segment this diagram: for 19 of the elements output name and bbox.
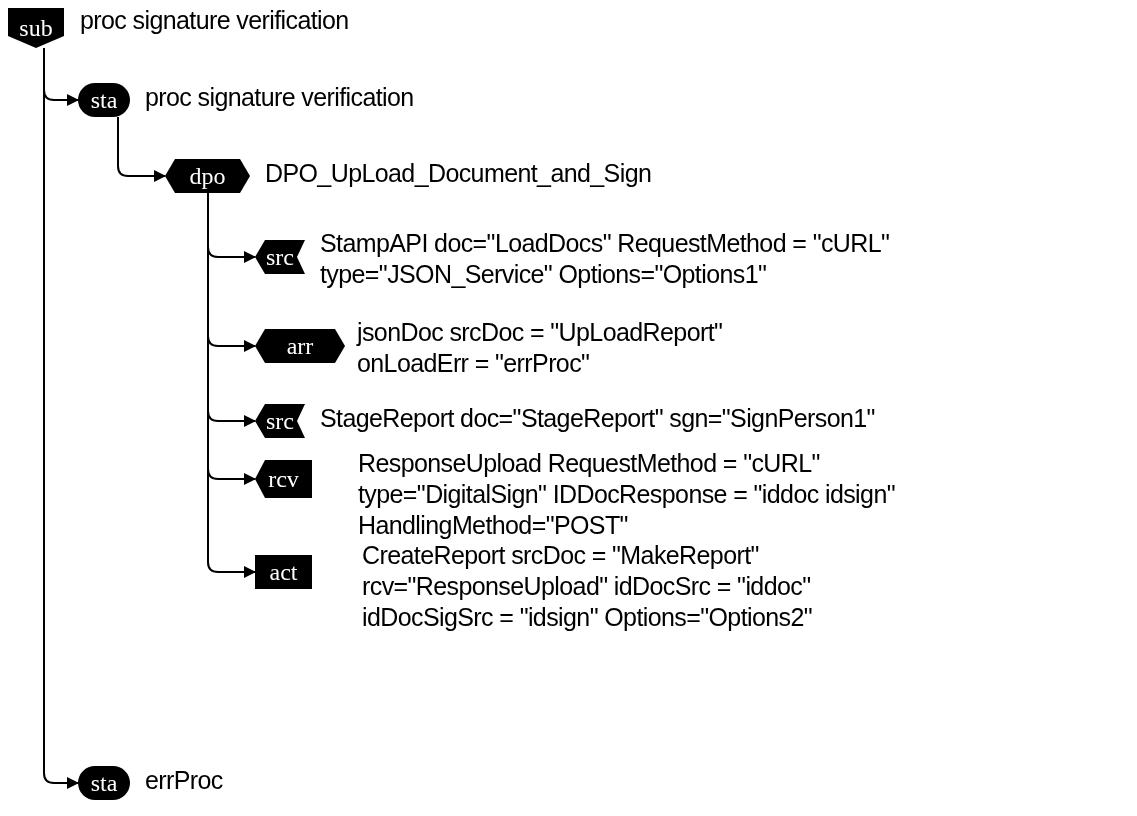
tag-badge: arr (255, 329, 345, 363)
node-caption: proc signature verification (80, 5, 349, 36)
tag-badge: rcv (255, 460, 312, 498)
tag-badge: src (255, 240, 305, 274)
node-caption: jsonDoc srcDoc = "UpLoadReport" onLoadErr = "errProc" (357, 317, 724, 379)
tag-badge: sub (8, 8, 64, 48)
node-caption: proc signature verification (145, 82, 414, 113)
node-caption: StampAPI doc="LoadDocs" RequestMethod = "cURL" type="JSON_Service" Options="Options1" (320, 228, 891, 290)
arrow (117, 116, 166, 182)
tag-badge: sta (78, 83, 130, 117)
node-caption: CreateReport srcDoc = "MakeReport" rcv="ResponseUpload" idDocSrc = "iddoc" idDocSigSrc = "idsign" Options="Options2" (362, 540, 814, 633)
tag-badge: sta (78, 766, 130, 800)
tag-badge: act (255, 555, 312, 589)
node-caption: StageReport doc="StageReport" sgn="SignPerson1" (320, 403, 875, 434)
node-caption: ResponseUpload RequestMethod = "cURL" type="DigitalSign" IDDocResponse = "iddoc idsign" HandlingMethod="POST" (358, 448, 896, 541)
tag-badge: src (255, 404, 305, 438)
tag-badge: dpo (165, 159, 250, 193)
node-caption: DPO_UpLoad_Document_and_Sign (265, 158, 652, 189)
node-caption: errProc (145, 765, 223, 796)
